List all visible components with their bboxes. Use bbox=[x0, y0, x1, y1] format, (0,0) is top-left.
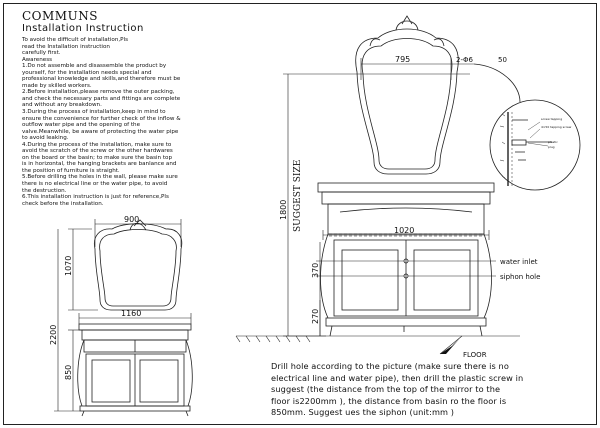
right-dim-inlet-height: 370 bbox=[311, 263, 320, 278]
brand-title: COMMUNS bbox=[22, 9, 98, 23]
left-dim-cabinet-height: 850 bbox=[64, 365, 73, 380]
left-mirror bbox=[93, 219, 183, 311]
right-mirror bbox=[355, 15, 459, 175]
right-dimension-lines bbox=[235, 58, 520, 355]
page-border bbox=[3, 3, 597, 425]
left-dimension-lines bbox=[54, 219, 192, 412]
instruction-line: there is no electrical line or the water… bbox=[22, 181, 168, 188]
siphon-hole-label: siphon hole bbox=[500, 273, 540, 281]
instruction-text: To avoid the difficult of installation,P… bbox=[22, 37, 244, 207]
detail-label-3: plastic bbox=[548, 140, 558, 144]
drilling-caption: Drill hole according to the picture (mak… bbox=[271, 361, 591, 419]
instruction-line: outflow water pipe and the opening of th… bbox=[22, 122, 141, 129]
instruction-line: and without any breakdown. bbox=[22, 102, 102, 109]
caption-line: 850mm. Suggest ues the siphon (unit:mm ) bbox=[271, 407, 455, 417]
caption-line: electrical line and water pipe), then dr… bbox=[271, 372, 524, 383]
detail-label-2: 4×50 tapping screw bbox=[541, 125, 572, 129]
instruction-line: check before the installation. bbox=[22, 200, 104, 207]
right-dim-mirror-width: 795 bbox=[395, 55, 410, 64]
left-cabinet bbox=[77, 323, 193, 417]
instruction-line: carefully first. bbox=[22, 50, 61, 57]
instruction-line: ensure the convenience for further check… bbox=[22, 115, 181, 122]
caption-line: Drill hole according to the picture (mak… bbox=[271, 361, 509, 371]
instruction-line: the position of furniture is straight. bbox=[22, 167, 120, 174]
instruction-line: yourself, for the installation needs spe… bbox=[22, 69, 152, 76]
right-dim-suggest: 1800 bbox=[279, 200, 288, 220]
right-hidden-lines bbox=[329, 233, 483, 237]
instruction-line: avoid the scratch of the screw or the ot… bbox=[22, 148, 173, 155]
instruction-line: read the Installation instruction bbox=[22, 43, 110, 50]
left-dim-mirror-width: 900 bbox=[124, 215, 139, 224]
instruction-line: 4.During the process of the installation… bbox=[22, 141, 172, 148]
instruction-line: 2.Before installation,please remove the … bbox=[22, 89, 175, 96]
instruction-line: is in horizontal, the hanging brackets a… bbox=[22, 161, 177, 168]
instruction-line: to avoid leaking. bbox=[22, 135, 69, 142]
left-dim-mirror-height: 1070 bbox=[64, 256, 73, 276]
instruction-line: on the board or the basin; to make sure … bbox=[22, 154, 173, 161]
right-dim-cabinet-width: 1020 bbox=[394, 226, 414, 235]
instruction-line: Awareness bbox=[22, 56, 53, 63]
instruction-line: 5.Before drilling the holes in the wall,… bbox=[22, 174, 178, 181]
instruction-line: 3.During the process of installation,kee… bbox=[22, 109, 166, 116]
instruction-line: 6.This installation instruction is just … bbox=[22, 194, 169, 201]
detail-label-4: plug bbox=[548, 145, 555, 149]
detail-label-1: screw tapping bbox=[541, 117, 562, 121]
caption-line: floor is2200mm ), the distance from basi… bbox=[271, 395, 507, 406]
right-cabinet bbox=[317, 182, 495, 337]
right-dim-siphon-height: 270 bbox=[311, 309, 320, 324]
left-dim-total-height: 2200 bbox=[49, 325, 58, 345]
right-dim-screw: 2-Φ6 bbox=[456, 56, 473, 64]
instruction-line: and check the necessary parts and fittin… bbox=[22, 95, 181, 102]
instruction-line: professional knowledge and skills,and th… bbox=[22, 76, 181, 83]
right-dim-screw-length: 50 bbox=[498, 56, 507, 64]
caption-line: suggest (the distance from the top of th… bbox=[271, 384, 501, 394]
instruction-line: the destruction. bbox=[22, 187, 67, 194]
instruction-line: made by skilled workers. bbox=[22, 82, 92, 89]
suggest-size-label: SUGGEST SIZE bbox=[293, 160, 303, 232]
instruction-line: 1.Do not assemble and disassemble the pr… bbox=[22, 63, 167, 70]
instruction-heading: Installation Instruction bbox=[22, 23, 144, 34]
left-dim-cabinet-width: 1160 bbox=[121, 309, 141, 318]
floor-label: FLOOR bbox=[463, 351, 487, 359]
instruction-line: To avoid the difficult of installation,P… bbox=[22, 37, 129, 43]
water-inlet-label: water inlet bbox=[500, 258, 538, 266]
wall-fixing-detail bbox=[473, 63, 581, 191]
instruction-line: valve.Meanwhile, be aware of protecting … bbox=[22, 128, 179, 135]
